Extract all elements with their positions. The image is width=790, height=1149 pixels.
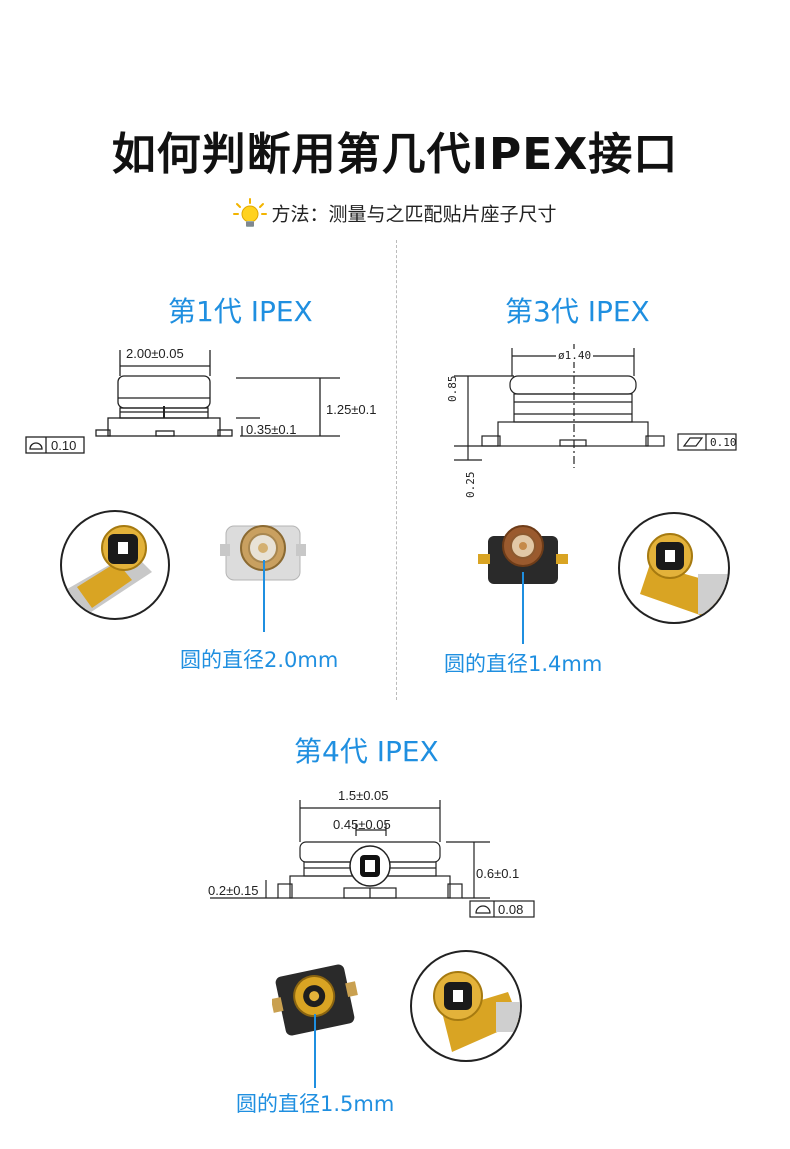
gen3-height-dim: 0.85 bbox=[446, 375, 459, 403]
section-divider bbox=[396, 240, 397, 700]
gen4-caption: 圆的直径1.5mm bbox=[236, 1092, 395, 1116]
gen1-flatness: 0.10 bbox=[51, 438, 77, 453]
gen3-leader-line bbox=[522, 572, 524, 644]
gen1-drawing: 2.00±0.05 1.25±0.1 0.35±0.1 0.10 bbox=[20, 340, 390, 470]
gen1-title: 第1代 IPEX bbox=[168, 295, 313, 328]
method-text: 方法：测量与之匹配贴片座子尺寸 bbox=[271, 203, 557, 226]
lightbulb-icon bbox=[233, 198, 268, 232]
gen4-leader-line bbox=[314, 1014, 316, 1088]
gen1-receptacle-photo bbox=[220, 518, 306, 584]
gen4-inner-dim: 0.45±0.05 bbox=[333, 817, 391, 832]
gen3-cable-photo bbox=[618, 512, 730, 624]
gen4-drawing: 1.5±0.05 0.45±0.05 0.6±0.1 0.2±0.15 0.08 bbox=[200, 780, 540, 920]
gen1-leader-line bbox=[263, 560, 265, 632]
gen1-cable-photo bbox=[60, 510, 170, 620]
gen3-caption: 圆的直径1.4mm bbox=[444, 652, 603, 676]
gen4-flatness: 0.08 bbox=[498, 902, 524, 917]
gen3-receptacle-photo bbox=[478, 518, 568, 588]
page-title: 如何判断用第几代IPEX接口 bbox=[111, 129, 679, 180]
gen3-base-dim: 0.25 bbox=[464, 471, 477, 499]
gen1-caption: 圆的直径2.0mm bbox=[180, 648, 339, 672]
gen3-flatness: 0.10 bbox=[710, 436, 737, 449]
gen3-drawing: ø1.40 0.85 0.25 0.10 bbox=[438, 340, 778, 500]
gen4-cable-photo bbox=[410, 950, 522, 1062]
gen3-title: 第3代 IPEX bbox=[505, 295, 650, 328]
gen4-receptacle-photo bbox=[272, 962, 358, 1038]
gen1-width-dim: 2.00±0.05 bbox=[126, 346, 184, 361]
gen4-title: 第4代 IPEX bbox=[294, 735, 439, 768]
method-subtitle: 方法：测量与之匹配贴片座子尺寸 bbox=[0, 198, 790, 232]
gen4-base-dim: 0.2±0.15 bbox=[208, 883, 259, 898]
gen4-width-dim: 1.5±0.05 bbox=[338, 788, 389, 803]
gen1-base-dim: 0.35±0.1 bbox=[246, 422, 297, 437]
gen3-dia-dim: ø1.40 bbox=[556, 349, 594, 362]
gen1-height-dim: 1.25±0.1 bbox=[326, 402, 377, 417]
gen4-height-dim: 0.6±0.1 bbox=[476, 866, 520, 881]
